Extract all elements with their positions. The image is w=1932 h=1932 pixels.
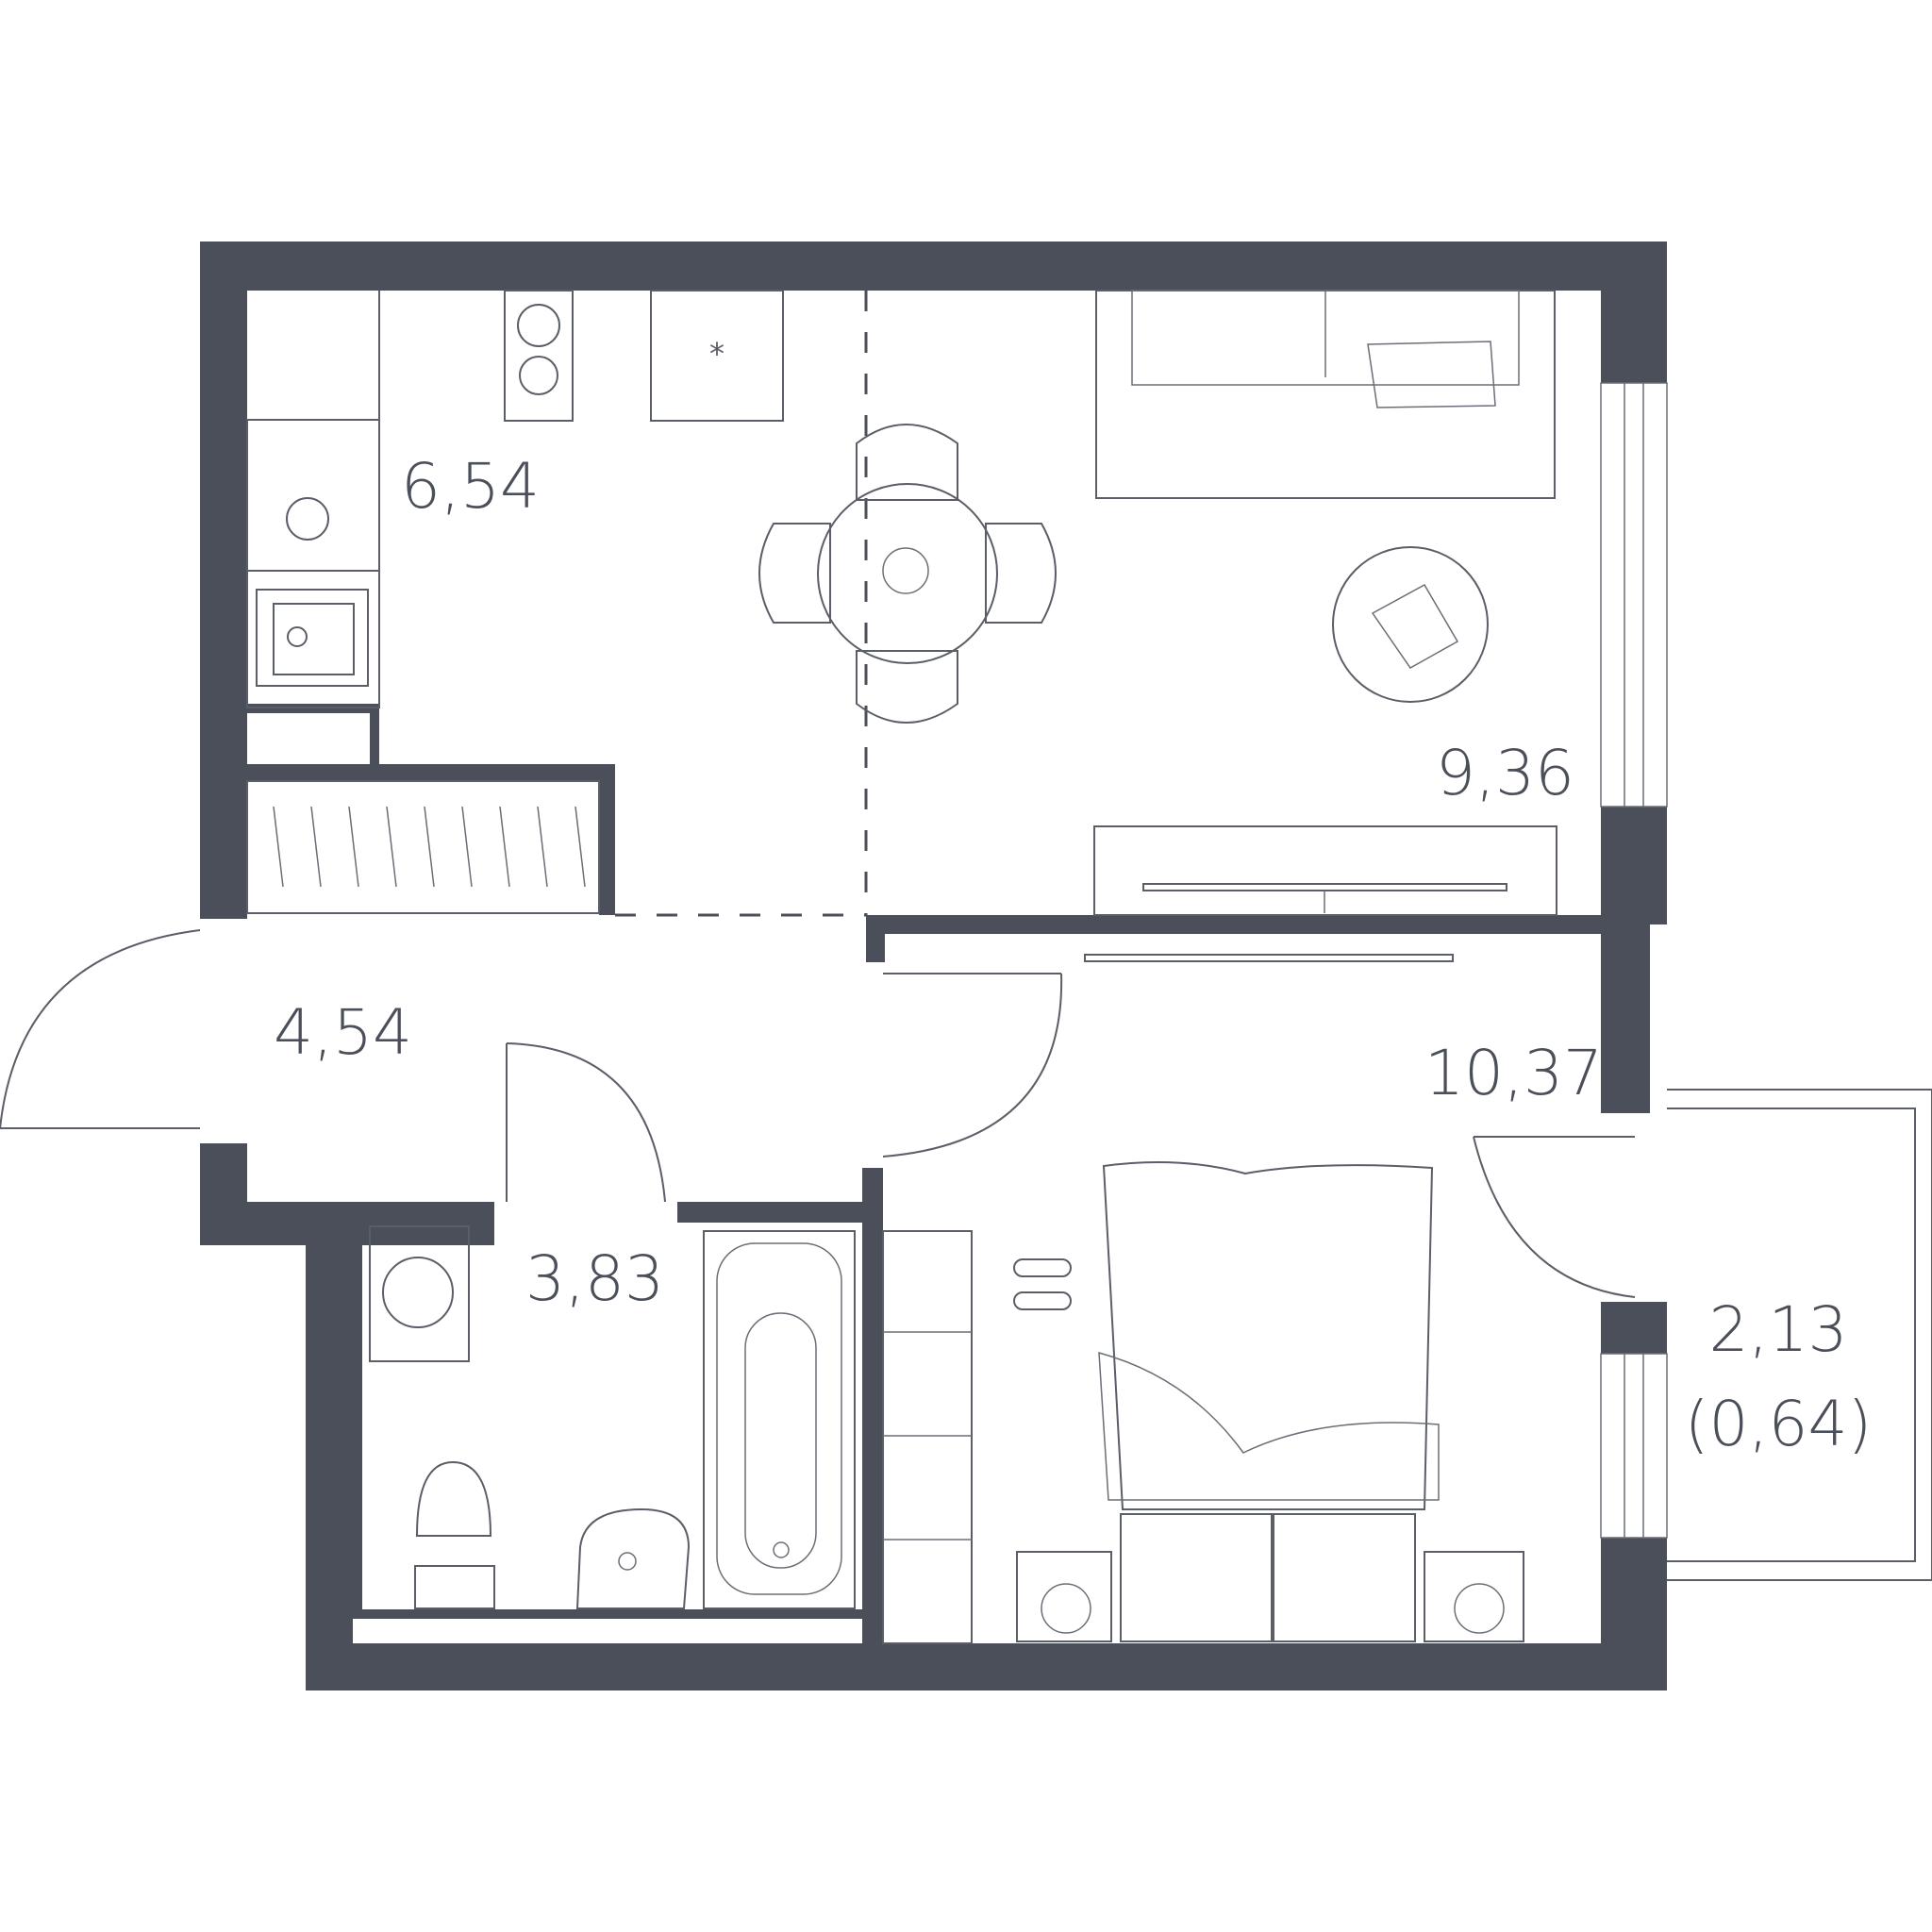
cooktop-burner <box>519 356 558 395</box>
washbasin <box>575 1507 691 1609</box>
nightstand <box>1016 1551 1112 1642</box>
cooktop-burner <box>517 304 560 347</box>
living-furniture <box>1093 290 1557 916</box>
wardrobe <box>246 780 600 914</box>
entrance-door-swing <box>0 929 201 1129</box>
living-room-area-label: 9,36 <box>1436 737 1574 809</box>
windows <box>200 382 1668 1539</box>
tv <box>1142 883 1507 891</box>
hallway-area-label: 4,54 <box>274 996 412 1069</box>
bed <box>1102 1160 1434 1510</box>
bedroom-area-label: 10,37 <box>1424 1037 1603 1109</box>
bathtub <box>703 1230 856 1609</box>
tv-bedroom <box>1084 954 1454 962</box>
washing-machine <box>369 1225 470 1362</box>
dining-table <box>758 424 1057 724</box>
balcony <box>1473 1089 1932 1581</box>
bedroom-wardrobe <box>882 1230 973 1644</box>
bathroom-fixtures <box>369 1225 856 1609</box>
bathroom-door-swing <box>506 1042 666 1203</box>
walls <box>200 242 1667 1690</box>
balcony-area-label: 2,13 <box>1709 1293 1848 1366</box>
kitchen-area-label: 6,54 <box>401 450 540 523</box>
svg-text:*: * <box>709 336 724 372</box>
kitchen-furniture: * <box>246 290 784 914</box>
area-labels: 6,54 9,36 4,54 10,37 3,83 2,13 (0,64) <box>274 450 1872 1460</box>
coffee-table <box>1332 546 1489 703</box>
dishwasher-icon <box>286 497 329 541</box>
nightstand <box>1424 1551 1524 1642</box>
balcony-reduced-area-label: (0,64) <box>1685 1388 1872 1460</box>
bathroom-area-label: 3,83 <box>525 1242 664 1315</box>
toilet <box>415 1460 492 1537</box>
bedroom-door-swing <box>882 973 1063 1158</box>
tv-stand <box>1093 825 1557 916</box>
doors <box>0 291 1063 1203</box>
sink <box>256 589 369 687</box>
bedroom-furniture <box>882 954 1524 1644</box>
